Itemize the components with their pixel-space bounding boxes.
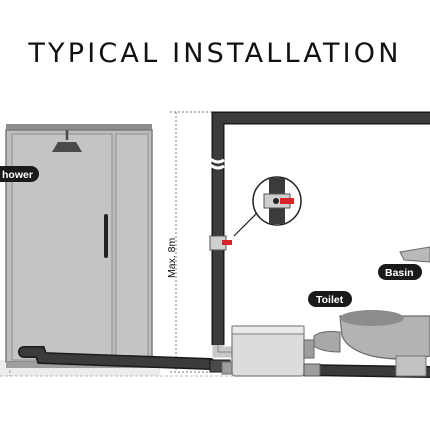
door-handle-icon <box>104 214 108 258</box>
basin-label: Basin <box>378 264 422 280</box>
shower-label: hower <box>0 166 39 182</box>
discharge-pipe <box>199 111 430 358</box>
toilet-label-text: Toilet <box>316 294 344 306</box>
macerator-unit <box>221 325 315 377</box>
shower-label-text: hower <box>2 169 33 181</box>
toilet-label: Toilet <box>308 291 352 307</box>
check-valve-icon <box>209 235 232 251</box>
basin-label-text: Basin <box>385 267 414 279</box>
shower-cabinet <box>5 124 153 368</box>
callout-arrow <box>233 209 261 237</box>
basin-icon <box>399 246 430 263</box>
valve-detail-callout <box>252 176 302 226</box>
page-title: TYPICAL INSTALLATION <box>28 38 402 69</box>
toilet-icon <box>313 310 430 377</box>
max-height-label: Max. 8m <box>166 237 178 278</box>
height-dimension: Max. 8m <box>166 111 214 373</box>
shower-head-icon <box>52 130 82 152</box>
